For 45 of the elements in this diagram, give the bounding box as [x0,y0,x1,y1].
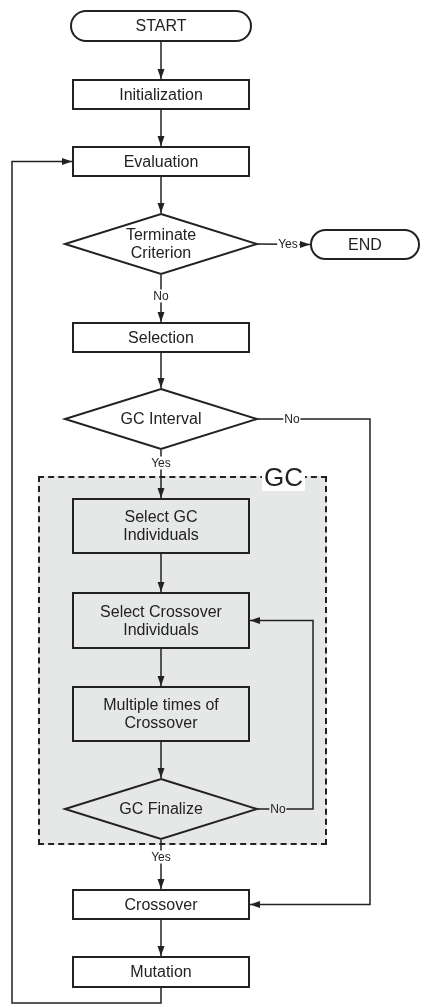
arrow [157,553,165,593]
node-label: Select GC Individuals [122,508,200,544]
node-label: Terminate Criterion [124,226,198,262]
edge-label: Yes [150,850,172,864]
node-label: Mutation [129,963,193,981]
node-label: Initialization [118,85,204,104]
node-label: GC Finalize [118,800,204,818]
arrow [157,274,165,323]
arrow [157,352,165,389]
decision-diamond [64,778,258,840]
terminal-pill [310,229,420,260]
process-box [72,592,250,649]
process-box [72,686,250,742]
node-label: Crossover [123,895,199,914]
arrow [157,109,165,147]
process-box [72,498,250,554]
decision-diamond [64,388,258,450]
process-box [72,322,250,353]
edge-label: No [269,802,287,816]
process-box [72,889,250,920]
process-box [72,146,250,177]
edge-label: No [152,289,170,303]
terminal-pill [70,10,252,42]
edge-label: Yes [150,456,172,470]
node-label: START [134,17,188,35]
node-label: END [347,235,383,254]
node-label: Selection [127,328,195,347]
arrow [157,648,165,687]
edge-label: Yes [277,237,299,251]
arrow [249,617,314,810]
arrow [157,449,165,499]
arrow [157,919,165,957]
edge-label: No [283,412,301,426]
node-label: Select Crossover Individuals [99,602,223,639]
arrow [157,176,165,214]
arrow [11,158,162,1004]
process-box [72,79,250,110]
node-label: GC Interval [119,410,203,428]
arrow [157,41,165,80]
arrow [157,741,165,779]
arrow [249,418,371,908]
decision-diamond [64,213,258,275]
node-label: Evaluation [122,152,200,171]
process-box [72,956,250,988]
node-label: Multiple times of Crossover [102,696,220,732]
